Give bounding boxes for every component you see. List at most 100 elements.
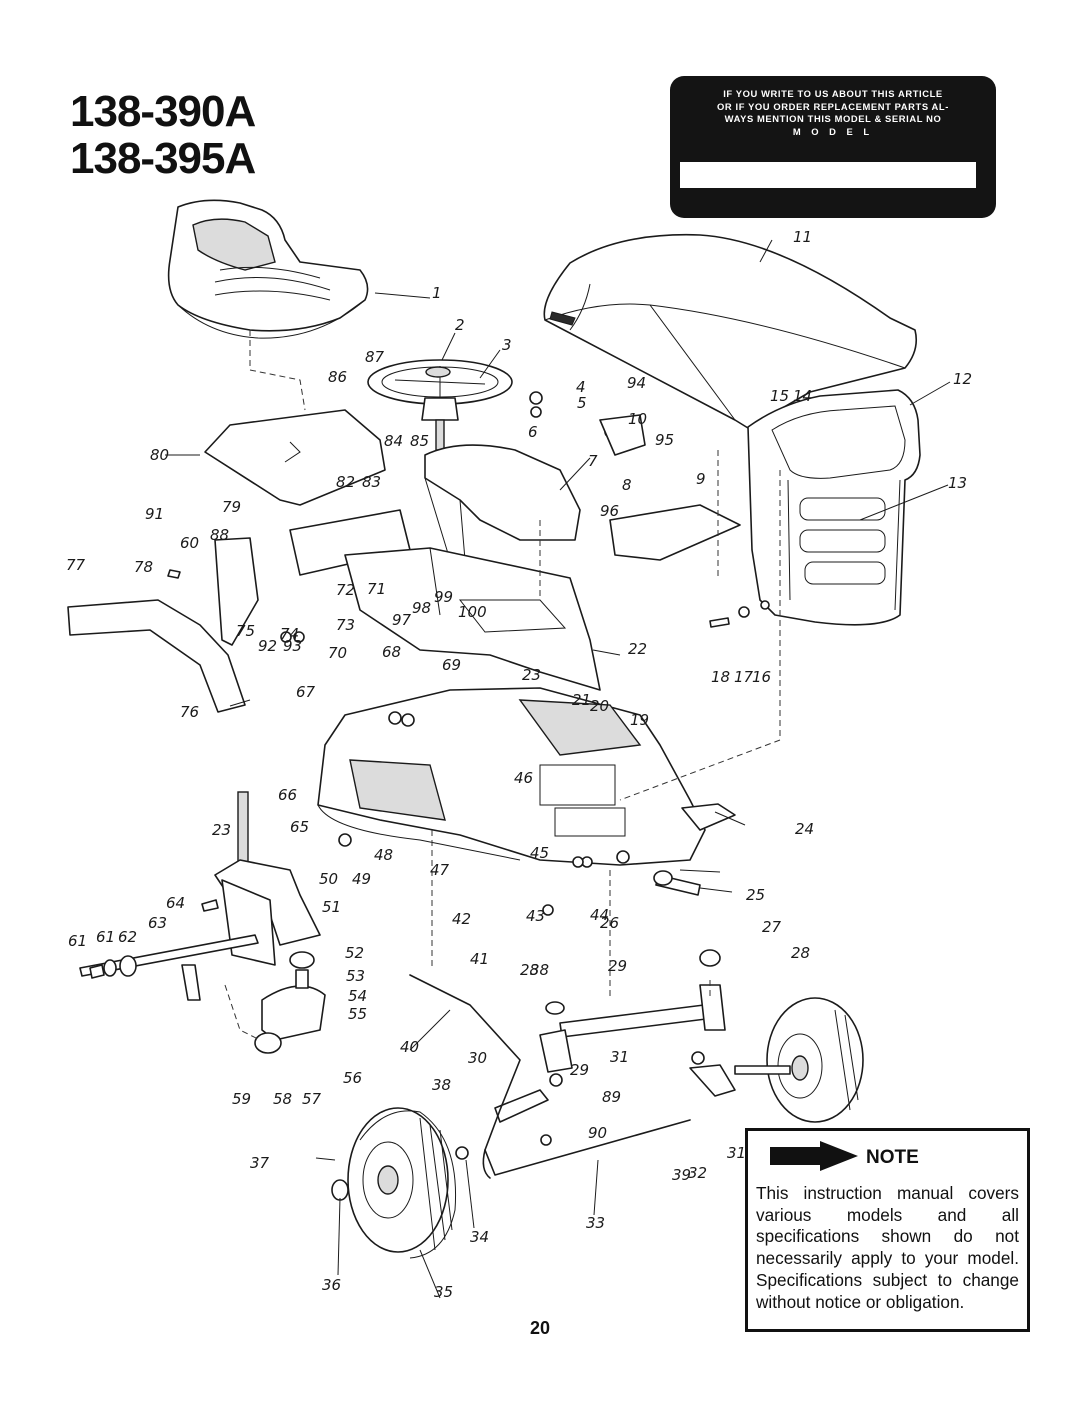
part-callout-23: 23 bbox=[522, 666, 541, 684]
part-callout-97: 97 bbox=[392, 611, 412, 629]
front-axle-part bbox=[494, 949, 736, 1123]
part-callout-83: 83 bbox=[362, 473, 381, 491]
part-callout-36: 36 bbox=[322, 1276, 341, 1294]
part-callout-59: 59 bbox=[232, 1090, 251, 1108]
part-callout-92: 92 bbox=[258, 637, 277, 655]
part-callout-46: 46 bbox=[514, 769, 533, 787]
note-box: NOTE This instruction manual covers vari… bbox=[745, 1128, 1030, 1332]
part-callout-27: 27 bbox=[762, 918, 782, 936]
steering-shaft-part bbox=[79, 934, 326, 1054]
part-callout-28: 28 bbox=[520, 961, 539, 979]
part-callout-77: 77 bbox=[66, 556, 86, 574]
part-callout-55: 55 bbox=[348, 1005, 367, 1023]
part-callout-39: 39 bbox=[672, 1166, 691, 1184]
frame-cowl-part bbox=[214, 537, 601, 691]
part-callout-67: 67 bbox=[296, 683, 316, 701]
part-callout-33: 33 bbox=[586, 1214, 605, 1232]
part-callout-17: 17 bbox=[734, 668, 754, 686]
part-callout-86: 86 bbox=[328, 368, 347, 386]
part-callout-100: 100 bbox=[458, 603, 487, 621]
part-callout-54: 54 bbox=[348, 987, 367, 1005]
hood-part bbox=[543, 233, 918, 429]
part-callout-26: 26 bbox=[600, 914, 619, 932]
part-callout-84: 84 bbox=[384, 432, 403, 450]
part-callout-23: 23 bbox=[212, 821, 231, 839]
part-callout-49: 49 bbox=[352, 870, 371, 888]
steering-wheel-part bbox=[367, 359, 513, 451]
note-arrow-icon bbox=[770, 1141, 858, 1171]
model-serial-field bbox=[680, 162, 976, 188]
instruction-line: WAYS MENTION THIS MODEL & SERIAL NO bbox=[724, 113, 942, 124]
part-callout-51: 51 bbox=[322, 898, 341, 916]
part-callout-58: 58 bbox=[273, 1090, 292, 1108]
part-callout-82: 82 bbox=[336, 473, 355, 491]
part-callout-3: 3 bbox=[502, 336, 512, 354]
part-callout-68: 68 bbox=[382, 643, 401, 661]
part-callout-62: 62 bbox=[118, 928, 137, 946]
part-callout-98: 98 bbox=[412, 599, 431, 617]
part-callout-87: 87 bbox=[365, 348, 385, 366]
part-callout-14: 14 bbox=[793, 387, 812, 405]
part-callout-12: 12 bbox=[953, 370, 972, 388]
part-callout-15: 15 bbox=[770, 387, 789, 405]
part-callout-76: 76 bbox=[180, 703, 199, 721]
part-callout-22: 22 bbox=[628, 640, 647, 658]
part-callout-88: 88 bbox=[210, 526, 229, 544]
model-number-primary: 138-390A bbox=[70, 87, 256, 136]
instruction-line: IF YOU WRITE TO US ABOUT THIS ARTICLE bbox=[723, 88, 943, 99]
part-callout-8: 8 bbox=[622, 476, 632, 494]
part-callout-16: 16 bbox=[752, 668, 771, 686]
part-callout-71: 71 bbox=[367, 580, 386, 598]
part-callout-80: 80 bbox=[150, 446, 169, 464]
part-callout-34: 34 bbox=[470, 1228, 489, 1246]
part-callout-5: 5 bbox=[577, 394, 587, 412]
part-callout-50: 50 bbox=[319, 870, 338, 888]
part-callout-64: 64 bbox=[166, 894, 185, 912]
drag-link-part bbox=[409, 974, 691, 1179]
parts-order-instructions: IF YOU WRITE TO US ABOUT THIS ARTICLE OR… bbox=[680, 88, 986, 138]
part-callout-28: 28 bbox=[791, 944, 810, 962]
part-callout-35: 35 bbox=[434, 1283, 453, 1301]
part-callout-63: 63 bbox=[148, 914, 167, 932]
part-callout-1: 1 bbox=[432, 284, 442, 302]
part-callout-41: 41 bbox=[470, 950, 489, 968]
part-callout-31: 31 bbox=[727, 1144, 746, 1162]
part-callout-57: 57 bbox=[302, 1090, 322, 1108]
part-callout-31: 31 bbox=[610, 1048, 629, 1066]
grille-part bbox=[747, 389, 921, 626]
part-callout-21: 21 bbox=[572, 691, 591, 709]
part-callout-9: 9 bbox=[696, 470, 706, 488]
part-callout-90: 90 bbox=[588, 1124, 607, 1142]
part-callout-72: 72 bbox=[336, 581, 355, 599]
part-callout-2: 2 bbox=[455, 316, 465, 334]
part-callout-6: 6 bbox=[528, 423, 538, 441]
part-callout-52: 52 bbox=[345, 944, 364, 962]
part-callout-32: 32 bbox=[688, 1164, 707, 1182]
part-callout-37: 37 bbox=[250, 1154, 270, 1172]
assembly-dashed-lines bbox=[224, 330, 781, 1041]
note-header: NOTE bbox=[770, 1141, 970, 1171]
part-callout-60: 60 bbox=[180, 534, 199, 552]
page-number: 20 bbox=[530, 1318, 551, 1338]
part-callout-24: 24 bbox=[795, 820, 814, 838]
part-callout-66: 66 bbox=[278, 786, 297, 804]
part-callout-78: 78 bbox=[134, 558, 153, 576]
part-callout-11: 11 bbox=[793, 228, 812, 246]
part-callout-40: 40 bbox=[400, 1038, 419, 1056]
part-callout-85: 85 bbox=[410, 432, 429, 450]
part-callout-65: 65 bbox=[290, 818, 309, 836]
console-part bbox=[424, 444, 581, 561]
front-left-wheel-part bbox=[331, 1107, 457, 1259]
parts-order-info-box: IF YOU WRITE TO US ABOUT THIS ARTICLE OR… bbox=[670, 76, 996, 218]
part-callout-25: 25 bbox=[746, 886, 765, 904]
part-callout-43: 43 bbox=[526, 907, 545, 925]
part-callout-91: 91 bbox=[145, 505, 164, 523]
part-callout-89: 89 bbox=[602, 1088, 621, 1106]
part-callout-44: 44 bbox=[590, 906, 609, 924]
model-number-secondary: 138-395A bbox=[70, 134, 256, 183]
part-callout-29: 29 bbox=[570, 1061, 589, 1079]
part-callout-79: 79 bbox=[222, 498, 241, 516]
part-callout-93: 93 bbox=[283, 637, 302, 655]
front-right-wheel-part bbox=[734, 997, 864, 1123]
part-callout-73: 73 bbox=[336, 616, 355, 634]
